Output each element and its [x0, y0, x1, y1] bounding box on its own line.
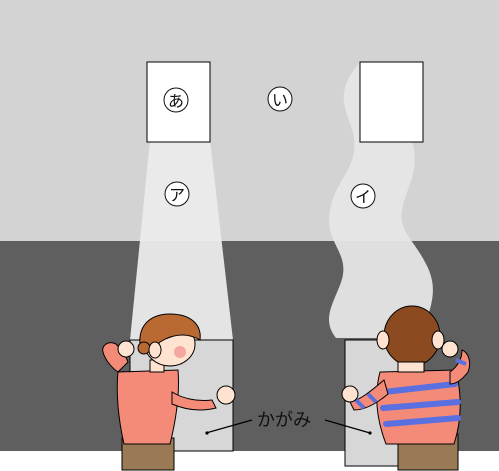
marker-a-upper: あ	[164, 88, 188, 112]
marker-i-lower: イ	[351, 184, 375, 208]
wall	[0, 0, 499, 241]
marker-i-upper-label: い	[272, 91, 288, 110]
caption-pointer-left-dot	[205, 431, 208, 434]
marker-a-upper-label: あ	[168, 92, 184, 111]
marker-i-lower-label: イ	[355, 188, 371, 207]
paper-right	[360, 62, 423, 142]
caption-pointer-right-dot	[368, 431, 371, 434]
caption-kagami: かがみ	[257, 410, 311, 431]
marker-a-lower-label: ア	[169, 186, 185, 205]
marker-a-lower: ア	[165, 182, 189, 206]
marker-i-upper: い	[268, 87, 292, 111]
